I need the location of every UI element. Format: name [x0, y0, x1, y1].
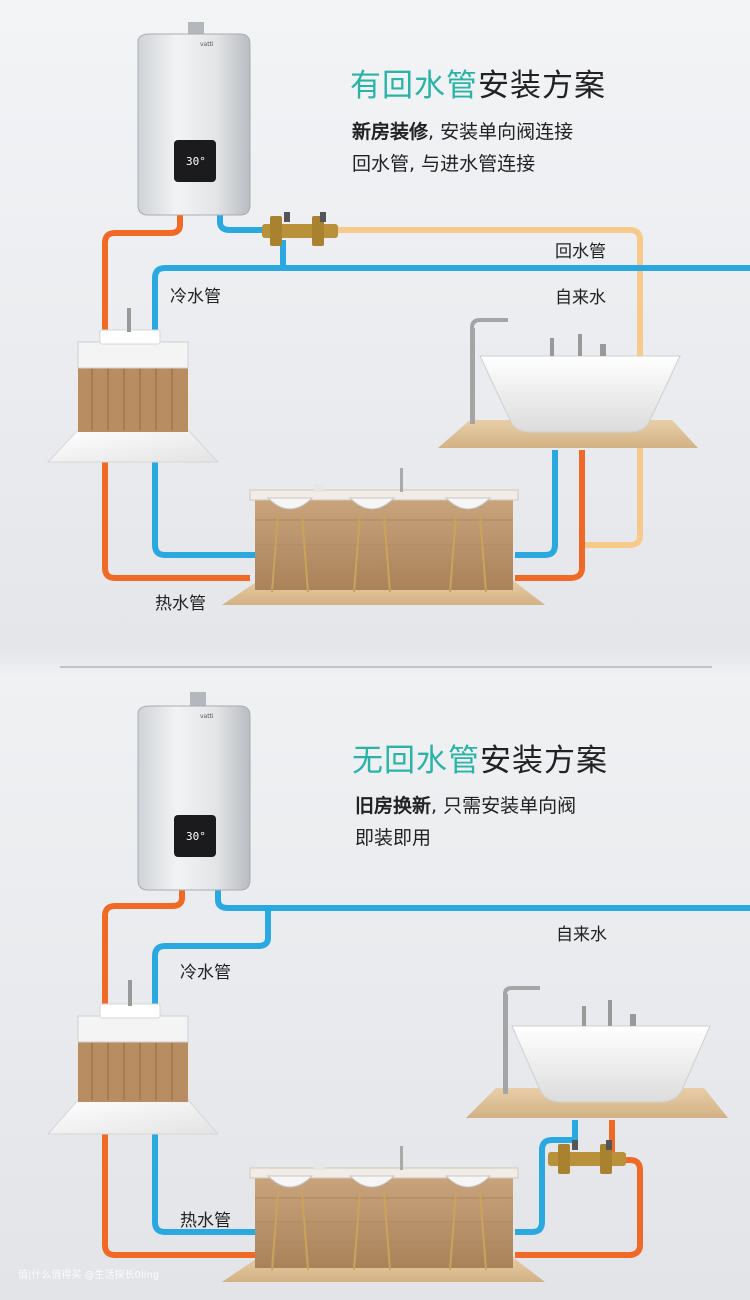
- bottom-description: 旧房换新, 只需安装单向阀 即装即用: [355, 790, 576, 854]
- label-hot-pipe: 热水管: [155, 594, 206, 614]
- top-title-rest: 安装方案: [478, 68, 606, 104]
- cold-pipe-branch-2: [152, 908, 271, 1010]
- top-desc-line2: 回水管, 与进水管连接: [352, 153, 536, 175]
- heater-display-2: 30°: [186, 830, 206, 843]
- label-cold-pipe: 冷水管: [170, 287, 221, 307]
- bottom-desc-line2: 即装即用: [355, 827, 432, 849]
- heater-display: 30°: [186, 155, 206, 168]
- cold-pipe-main: [152, 265, 750, 345]
- cold-pipe-right-2: [515, 1120, 578, 1235]
- label-tap-water-2: 自来水: [556, 925, 607, 945]
- cold-pipe-drop: [152, 455, 270, 558]
- cold-pipe-main-2: [215, 885, 750, 911]
- top-scene: vatti 30°: [46, 22, 750, 605]
- top-desc-line1: , 安装单向阀连接: [428, 121, 574, 143]
- bathroom-sink-2: [46, 980, 220, 1135]
- svg-text:vatti: vatti: [200, 713, 214, 720]
- top-desc-bold: 新房装修: [352, 121, 429, 143]
- hot-pipe-bottom: [102, 455, 250, 581]
- cold-pipe-heater: [217, 210, 268, 233]
- watermark: 值|什么值得买 @生活探长0ling: [18, 1270, 160, 1281]
- bathroom-sink: [46, 308, 220, 463]
- bottom-title-rest: 安装方案: [480, 743, 608, 779]
- hot-pipe: [102, 210, 183, 345]
- check-valve-2: [548, 1140, 626, 1174]
- water-heater-2: vatti 30°: [137, 692, 251, 891]
- svg-text:vatti: vatti: [200, 41, 214, 48]
- bottom-scene: vatti 30°: [46, 692, 750, 1282]
- label-return-pipe: 回水管: [555, 242, 606, 262]
- label-cold-pipe-2: 冷水管: [180, 963, 231, 983]
- cold-pipe-drop-2: [152, 1128, 268, 1235]
- bottom-title: 无回水管安装方案: [352, 735, 608, 780]
- bathtub: [438, 318, 698, 448]
- top-title: 有回水管安装方案: [350, 60, 606, 105]
- top-description: 新房装修, 安装单向阀连接 回水管, 与进水管连接: [352, 116, 573, 180]
- bottom-title-highlight: 无回水管: [352, 743, 480, 779]
- kitchen-island-2: [222, 1146, 545, 1282]
- top-title-highlight: 有回水管: [350, 68, 478, 104]
- bottom-desc-bold: 旧房换新: [355, 795, 432, 817]
- bottom-desc-line1: , 只需安装单向阀: [431, 795, 577, 817]
- label-tap-water: 自来水: [555, 288, 606, 308]
- cold-pipe-right: [515, 450, 558, 558]
- hot-pipe-bottom-2: [102, 1128, 260, 1258]
- bathtub-2: [466, 986, 728, 1118]
- bar-stools: [266, 497, 492, 510]
- check-valve: [262, 212, 338, 246]
- hot-pipe-2: [102, 885, 185, 1010]
- hot-pipe-right-2: [515, 1120, 643, 1258]
- label-hot-pipe-2: 热水管: [180, 1211, 231, 1231]
- hot-pipe-right: [515, 450, 585, 581]
- water-heater: vatti 30°: [137, 22, 251, 216]
- kitchen-island: [222, 468, 545, 605]
